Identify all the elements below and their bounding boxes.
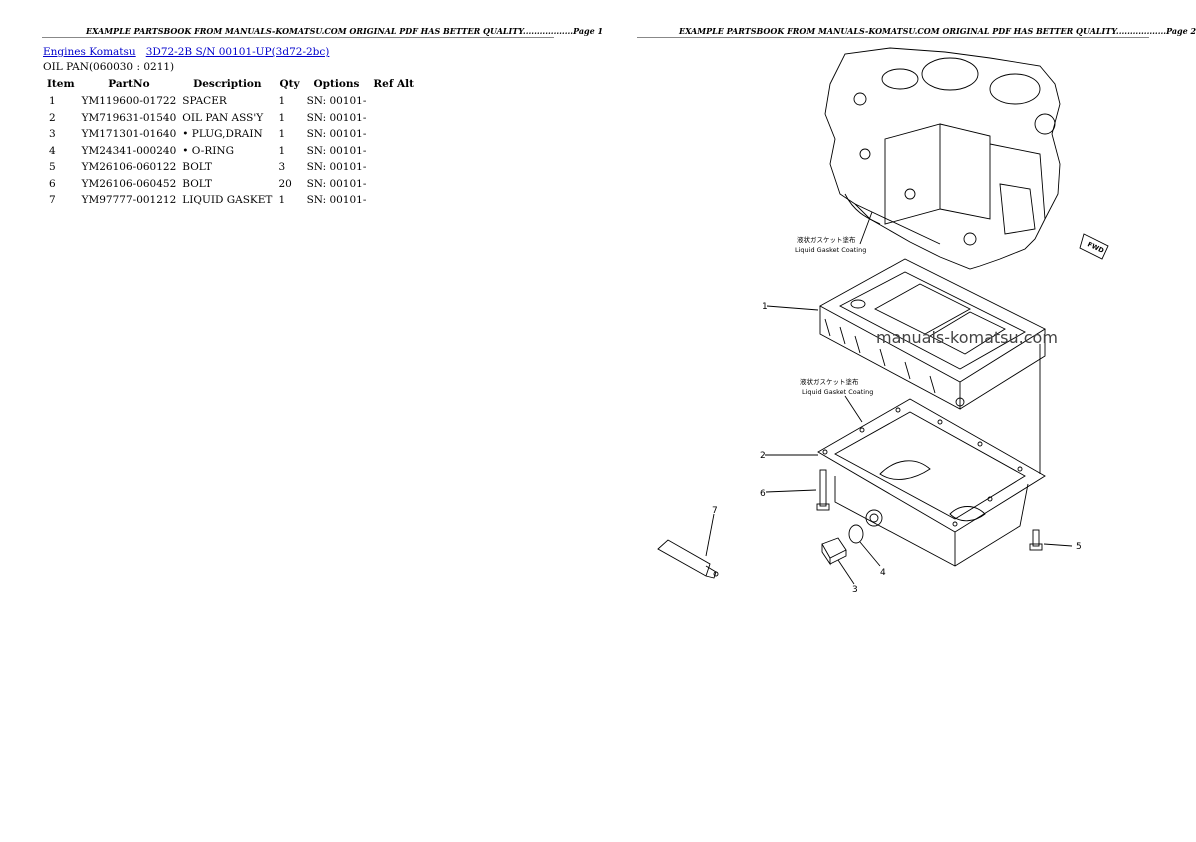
table-row: 6 YM26106-060452 BOLT 20 SN: 00101- [43, 176, 418, 193]
cell-options: SN: 00101- [306, 128, 367, 140]
column-header-partno: PartNo [108, 78, 150, 90]
bolt-6-drawing [816, 469, 830, 511]
table-row: 7 YM97777-001212 LIQUID GASKET 1 SN: 001… [43, 192, 418, 209]
cell-ref-alt [369, 192, 418, 209]
cell-item: 2 [49, 111, 56, 124]
breadcrumb-model-link[interactable]: 3D72-2B S/N 00101-UP(3d72-2bc) [145, 46, 330, 58]
cell-partno: YM97777-001212 [81, 194, 177, 206]
page-1: EXAMPLE PARTSBOOK FROM MANUALS-KOMATSU.C… [0, 0, 603, 842]
table-row: 2 YM719631-01540 OIL PAN ASS'Y 1 SN: 001… [43, 110, 418, 127]
cell-options: SN: 00101- [306, 95, 367, 107]
cell-qty: 20 [278, 177, 292, 190]
callout-5: 5 [1076, 542, 1082, 552]
cell-options: SN: 00101- [306, 177, 367, 190]
page-2: EXAMPLE PARTSBOOK FROM MANUALS-KOMATSU.C… [595, 0, 1196, 842]
cell-ref-alt [369, 143, 418, 160]
header-divider [637, 37, 1149, 38]
table-header-row: Item PartNo Description Qty Options Ref … [43, 77, 418, 93]
gasket-note-upper-jp: 液状ガスケット塗布 [797, 235, 856, 244]
table-row: 3 YM171301-01640 • PLUG,DRAIN 1 SN: 0010… [43, 126, 418, 143]
callout-7: 7 [712, 506, 718, 516]
callout-3: 3 [852, 585, 858, 595]
section-title: OIL PAN(060030 : 0211) [43, 61, 175, 73]
cell-qty: 1 [278, 111, 286, 124]
cell-item: 5 [49, 161, 56, 173]
cell-options: SN: 00101- [306, 194, 367, 206]
page-header: EXAMPLE PARTSBOOK FROM MANUALS-KOMATSU.C… [86, 26, 604, 36]
oil-pan-drawing [817, 398, 1046, 567]
cell-description: BOLT [182, 177, 212, 190]
cell-ref-alt [369, 159, 418, 176]
liquid-gasket-tube-drawing [657, 539, 719, 579]
column-header-item: Item [47, 78, 75, 90]
column-header-description: Description [193, 78, 262, 90]
header-divider [42, 37, 554, 38]
column-header-ref-alt: Ref Alt [373, 78, 414, 90]
callout-1: 1 [762, 302, 768, 312]
cell-partno: YM719631-01540 [81, 111, 177, 124]
cell-description: LIQUID GASKET [182, 194, 273, 206]
cell-qty: 1 [278, 95, 286, 107]
cell-description: OIL PAN ASS'Y [182, 111, 264, 124]
column-header-options: Options [313, 78, 360, 90]
cell-qty: 3 [278, 161, 286, 173]
bolt-5-drawing [1029, 529, 1043, 551]
table-row: 4 YM24341-000240 • O-RING 1 SN: 00101- [43, 143, 418, 160]
callout-6: 6 [760, 489, 766, 499]
callout-2: 2 [760, 451, 766, 461]
engine-block-drawing [824, 47, 1061, 270]
table-row: 5 YM26106-060122 BOLT 3 SN: 00101- [43, 159, 418, 176]
drain-plug-drawing [821, 537, 847, 566]
cell-partno: YM24341-000240 [81, 144, 177, 157]
cell-options: SN: 00101- [306, 161, 367, 173]
gasket-note-upper-en: Liquid Gasket Coating [795, 246, 866, 254]
cell-ref-alt [369, 93, 418, 110]
callout-4: 4 [880, 568, 886, 578]
cell-ref-alt [369, 126, 418, 143]
cell-description: SPACER [182, 95, 227, 107]
column-header-qty: Qty [279, 78, 300, 90]
gasket-note-lower-en: Liquid Gasket Coating [802, 388, 873, 396]
cell-qty: 1 [278, 194, 286, 206]
cell-partno: YM171301-01640 [81, 128, 177, 140]
cell-description: • PLUG,DRAIN [182, 128, 263, 140]
page-header: EXAMPLE PARTSBOOK FROM MANUALS-KOMATSU.C… [679, 26, 1196, 36]
watermark-text: manuals-komatsu.com [876, 328, 1058, 347]
cell-partno: YM26106-060452 [81, 177, 177, 190]
oil-pan-exploded-diagram: FWD 液状ガスケット塗布 Liquid Gasket Coating 1 液状… [657, 47, 1109, 595]
spacer-part-drawing [819, 258, 1046, 410]
gasket-note-lower-jp: 液状ガスケット塗布 [800, 377, 859, 386]
cell-partno: YM119600-01722 [81, 95, 177, 107]
cell-ref-alt [369, 110, 418, 127]
fwd-arrow-icon [1079, 233, 1109, 260]
cell-options: SN: 00101- [306, 144, 367, 157]
cell-ref-alt [369, 176, 418, 193]
cell-partno: YM26106-060122 [81, 161, 177, 173]
cell-description: BOLT [182, 161, 212, 173]
cell-description: • O-RING [182, 144, 234, 157]
cell-item: 6 [49, 177, 56, 190]
cell-options: SN: 00101- [306, 111, 367, 124]
breadcrumb-brand-link[interactable]: Engines Komatsu [43, 46, 136, 58]
cell-item: 4 [49, 144, 56, 157]
parts-table: Item PartNo Description Qty Options Ref … [43, 77, 418, 209]
cell-qty: 1 [278, 128, 286, 140]
table-row: 1 YM119600-01722 SPACER 1 SN: 00101- [43, 93, 418, 110]
cell-item: 7 [49, 194, 56, 206]
cell-qty: 1 [278, 144, 286, 157]
cell-item: 1 [49, 95, 56, 107]
cell-item: 3 [49, 128, 56, 140]
o-ring-drawing [848, 524, 864, 544]
breadcrumb: Engines Komatsu 3D72-2B S/N 00101-UP(3d7… [43, 46, 329, 58]
